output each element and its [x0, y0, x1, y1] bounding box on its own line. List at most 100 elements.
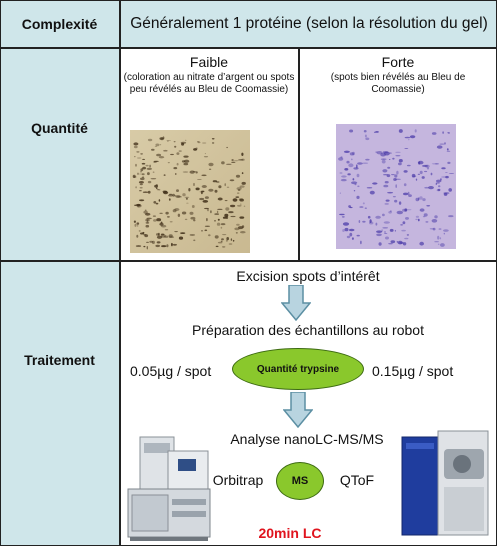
gel-spot — [138, 230, 141, 232]
gel-spot — [204, 229, 208, 232]
gel-spot — [168, 234, 173, 238]
gel-spot — [193, 182, 195, 187]
gel-spot — [367, 215, 371, 219]
amount-right: 0.15µg / spot — [372, 363, 454, 379]
gel-spot — [172, 209, 177, 213]
gel-spot — [409, 135, 416, 139]
gel-spot — [224, 183, 226, 187]
gel-spot — [398, 159, 403, 163]
gel-spot — [418, 161, 421, 165]
gel-spot — [214, 235, 219, 239]
gel-spot — [342, 229, 345, 232]
gel-spot — [369, 219, 372, 223]
gel-spot — [224, 200, 228, 202]
gel-spot — [382, 213, 385, 217]
gel-spot — [212, 180, 218, 183]
ms-oval: MS — [276, 462, 324, 500]
gel-spot — [353, 190, 356, 192]
gel-spot — [342, 222, 350, 226]
gel-spot — [445, 172, 448, 173]
gel-spot — [137, 206, 140, 208]
gel-spot — [146, 217, 152, 220]
gel-spot — [424, 170, 428, 173]
gel-spot — [423, 213, 428, 217]
gel-spot — [344, 168, 349, 171]
gel-spot — [400, 224, 403, 226]
gel-spot — [237, 204, 242, 207]
gel-spot — [228, 243, 233, 245]
gel-spot — [160, 221, 163, 223]
gel-spot — [167, 162, 170, 164]
gel-spot — [226, 237, 229, 241]
gel-spot — [380, 158, 387, 160]
gel-spot — [154, 146, 158, 147]
gel-spot — [402, 221, 406, 225]
gel-spot — [396, 210, 403, 215]
gel-spot — [359, 206, 364, 208]
gel-spot — [156, 233, 159, 236]
qtof-instrument-image — [401, 430, 489, 536]
gel-spot — [142, 191, 149, 193]
gel-spot — [178, 236, 184, 240]
gel-spot — [394, 199, 398, 203]
gel-spot — [390, 240, 396, 244]
gel-spot — [174, 145, 177, 148]
gel-spot — [140, 168, 144, 172]
gel-spot — [142, 166, 146, 170]
gel-spot — [155, 143, 160, 147]
gel-spot — [155, 244, 160, 248]
gel-spot — [174, 208, 180, 211]
gel-spot — [168, 198, 171, 201]
down-arrow-icon — [281, 285, 311, 321]
gel-spot — [354, 183, 357, 186]
gel-spot — [407, 139, 410, 141]
gel-spot — [142, 158, 146, 160]
gel-spot — [387, 166, 391, 169]
gel-spot — [348, 163, 354, 168]
gel-spot — [397, 240, 403, 245]
gel-spot — [143, 234, 147, 236]
gel-spot — [156, 218, 162, 222]
gel-spot — [159, 222, 164, 226]
gel-spot — [341, 175, 347, 178]
gel-spot — [442, 131, 444, 134]
gel-spot — [172, 243, 177, 246]
gel-spot — [216, 181, 220, 183]
gel-spot — [441, 176, 447, 178]
gel-spot — [154, 184, 158, 188]
gel-spot — [383, 184, 389, 188]
gel-spot — [403, 192, 409, 196]
gel-spot — [419, 170, 423, 175]
gel-spot — [222, 246, 226, 248]
gel-spot — [153, 219, 157, 222]
complexite-value: Généralement 1 protéine (selon la résolu… — [130, 14, 488, 32]
gel-spot — [156, 235, 163, 239]
gel-spot — [195, 187, 200, 191]
gel-spot — [215, 245, 219, 248]
gel-spot — [404, 237, 409, 240]
grid-line — [119, 0, 121, 546]
gel-spot — [189, 234, 195, 236]
gel-spot — [161, 245, 167, 248]
gel-spot — [226, 146, 228, 149]
gel-spot — [214, 189, 218, 193]
gel-spot — [428, 186, 434, 190]
gel-spot — [189, 170, 195, 174]
gel-spot — [143, 245, 146, 248]
gel-spot — [228, 211, 234, 214]
gel-spot — [137, 157, 142, 159]
gel-spot — [201, 174, 207, 177]
gel-spot — [226, 163, 232, 165]
gel-spot — [398, 129, 403, 133]
gel-spot — [349, 232, 353, 237]
gel-spot — [133, 142, 139, 146]
gel-spot — [406, 164, 411, 167]
gel-spot — [140, 170, 142, 173]
gel-spot — [365, 137, 370, 141]
gel-spot — [144, 209, 147, 211]
gel-spot — [149, 240, 154, 243]
gel-spot — [431, 219, 438, 223]
gel-spot — [236, 192, 240, 194]
gel-spot — [407, 191, 410, 195]
gel-spot — [384, 233, 388, 234]
